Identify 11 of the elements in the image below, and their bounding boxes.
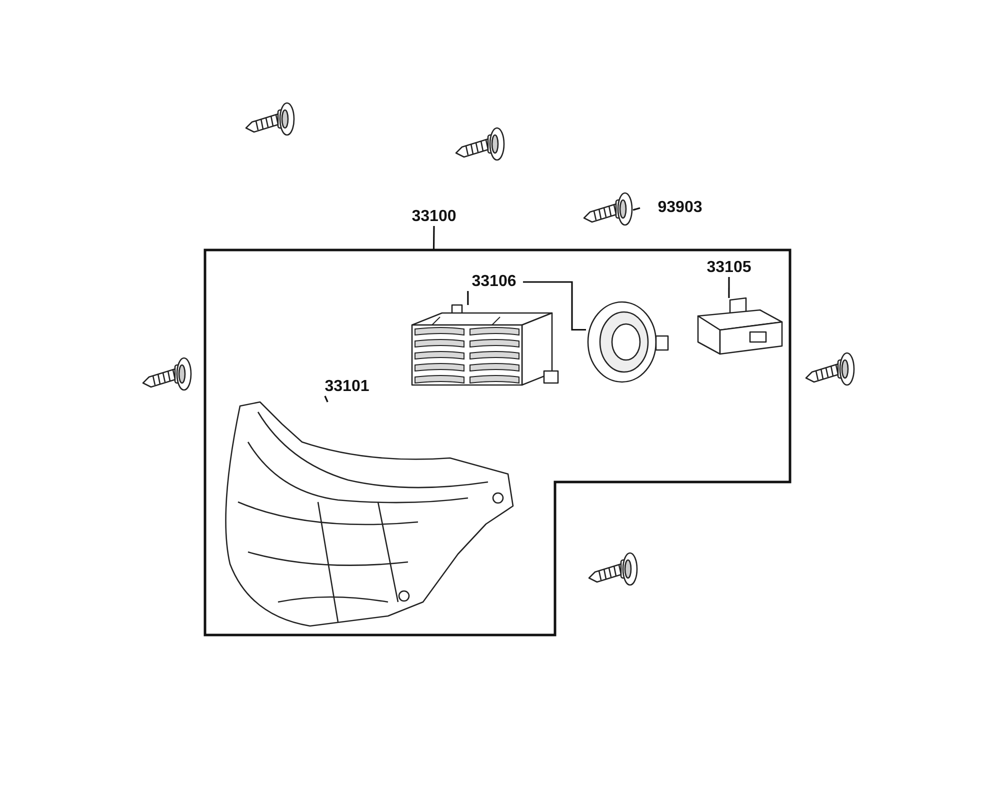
leader-line bbox=[324, 396, 328, 402]
leader-line bbox=[432, 226, 435, 250]
leader-line bbox=[523, 281, 586, 331]
leader-line bbox=[632, 207, 640, 211]
callout-number: 93903 bbox=[640, 199, 720, 217]
leader-line bbox=[728, 277, 730, 298]
callout-number: 33106 bbox=[465, 273, 523, 291]
leader-line bbox=[467, 291, 469, 305]
callout-number: 33101 bbox=[318, 378, 376, 396]
callout-number: 33105 bbox=[700, 259, 758, 277]
callout-number: 33100 bbox=[405, 208, 463, 226]
